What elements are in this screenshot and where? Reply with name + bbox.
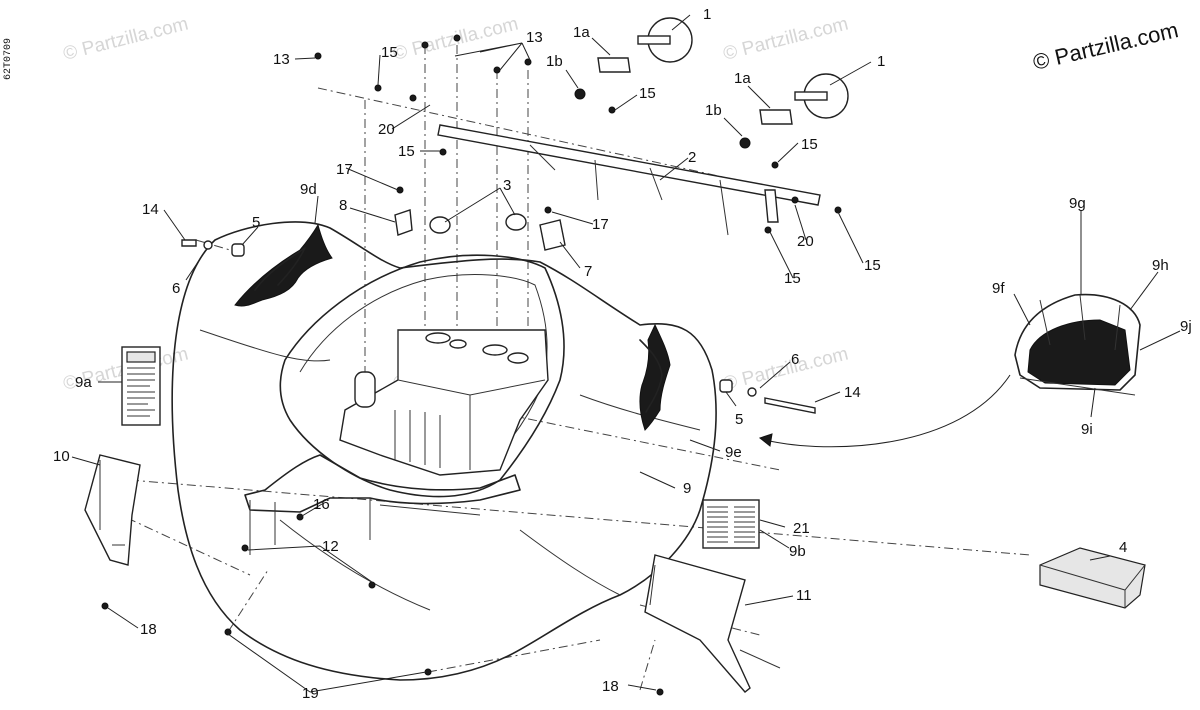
callout-8: 8 [339, 197, 347, 214]
callout-18: 18 [602, 678, 619, 695]
handle-bar [437, 124, 821, 206]
side-panel-11 [644, 554, 751, 693]
callout-6: 6 [172, 280, 180, 297]
explode-line [129, 479, 1031, 556]
callout-1a: 1a [573, 24, 590, 41]
callout-9e: 9e [725, 444, 742, 461]
side-panel-10 [84, 454, 141, 566]
callout-1b: 1b [705, 102, 722, 119]
spacer-5 [231, 243, 245, 257]
watermark: © Partzilla.com [61, 14, 190, 65]
explode-line [317, 87, 806, 196]
detail-arrow [764, 374, 1011, 448]
bracket-1a [759, 109, 793, 125]
callout-9f: 9f [992, 280, 1005, 297]
screw-14 [181, 239, 197, 247]
callout-14: 14 [844, 384, 861, 401]
explode-line [639, 639, 656, 691]
callout-4: 4 [1119, 539, 1127, 556]
callout-9j: 9j [1180, 318, 1192, 335]
front-lip [244, 454, 521, 513]
body-shell [171, 221, 717, 681]
callout-9i: 9i [1081, 421, 1093, 438]
bracket-1a [597, 57, 631, 73]
callout-1: 1 [877, 53, 885, 70]
callout-19: 19 [302, 685, 319, 702]
callout-12: 12 [322, 538, 339, 555]
callout-17: 17 [592, 216, 609, 233]
callout-15: 15 [864, 257, 881, 274]
callout-9: 9 [683, 480, 691, 497]
callout-21: 21 [793, 520, 810, 537]
decal-9e [639, 323, 671, 431]
callout-5: 5 [735, 411, 743, 428]
grommet-3 [505, 213, 527, 231]
callout-14: 14 [142, 201, 159, 218]
callout-3: 3 [503, 177, 511, 194]
callout-9g: 9g [1069, 195, 1086, 212]
clip-8 [394, 209, 413, 236]
callout-15: 15 [784, 270, 801, 287]
callout-15: 15 [398, 143, 415, 160]
document-id: 62T0709 [3, 38, 14, 80]
callout-1: 1 [703, 6, 711, 23]
callout-17: 17 [336, 161, 353, 178]
nut-1b [739, 137, 751, 149]
callout-1b: 1b [546, 53, 563, 70]
detail-part-9f [1014, 293, 1141, 396]
callout-9a: 9a [75, 374, 92, 391]
callout-13: 13 [273, 51, 290, 68]
callout-10: 10 [53, 448, 70, 465]
copyright-label: © Partzilla.com [1031, 17, 1181, 75]
watermark: © Partzilla.com [721, 14, 850, 65]
callout-15: 15 [639, 85, 656, 102]
washer-6 [747, 387, 757, 397]
callout-18: 18 [140, 621, 157, 638]
callout-2: 2 [688, 149, 696, 166]
washer-6 [203, 240, 213, 250]
callout-11: 11 [796, 587, 812, 604]
callout-1a: 1a [734, 70, 751, 87]
clip-7 [539, 219, 566, 251]
callout-9b: 9b [789, 543, 806, 560]
warning-label-9b [702, 499, 760, 549]
grommet-3 [429, 216, 451, 234]
explode-line [109, 509, 251, 576]
spacer-5 [719, 379, 733, 393]
callout-9d: 9d [300, 181, 317, 198]
explode-line [427, 639, 601, 673]
watermark: © Partzilla.com [721, 344, 850, 395]
line-art [71, 14, 1181, 696]
callout-7: 7 [584, 263, 592, 280]
callout-20: 20 [797, 233, 814, 250]
callout-13: 13 [526, 29, 543, 46]
callout-5: 5 [252, 214, 260, 231]
callout-15: 15 [381, 44, 398, 61]
explode-line [227, 569, 269, 633]
callout-15: 15 [801, 136, 818, 153]
callout-6: 6 [791, 351, 799, 368]
warning-label-9a [121, 346, 161, 426]
pad-4 [1039, 547, 1146, 609]
callout-20: 20 [378, 121, 395, 138]
screw-14 [764, 397, 816, 414]
storage-rim [279, 254, 565, 498]
callout-16: 16 [313, 496, 330, 513]
nut-1b [574, 88, 586, 100]
callout-9h: 9h [1152, 257, 1169, 274]
explode-line [195, 239, 231, 251]
callout-labels: 1 1 1a 1a 1b 1b 2 3 4 5 5 6 6 7 8 9 9a 9… [53, 6, 1192, 702]
